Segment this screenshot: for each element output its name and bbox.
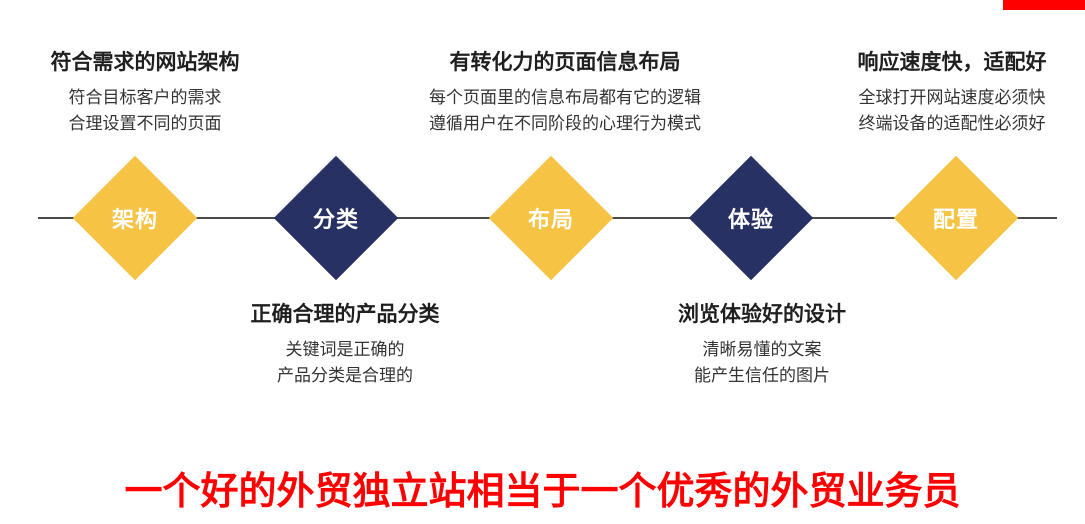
stage-label-layout: 布局 [527, 206, 575, 232]
note-line: 符合目标客户的需求 [68, 88, 222, 107]
stage-note-architecture: 符合需求的网站架构 符合目标客户的需求 合理设置不同的页面 [0, 46, 345, 138]
note-line: 每个页面里的信息布局都有它的逻辑 [429, 88, 701, 107]
stage-diamond-architecture: 架构 [72, 155, 198, 281]
stage-label-architecture: 架构 [111, 206, 159, 232]
stage-diamond-configuration: 配置 [893, 155, 1019, 281]
stage-diamond-layout: 布局 [488, 155, 614, 281]
stage-note-configuration: 响应速度快，适配好 全球打开网站速度必须快 终端设备的适配性必须好 [752, 46, 1085, 138]
stage-diamond-category: 分类 [273, 155, 399, 281]
note-line: 关键词是正确的 [285, 340, 405, 359]
note-line: 终端设备的适配性必须好 [858, 114, 1046, 134]
note-line: 能产生信任的图片 [694, 366, 830, 386]
note-title-architecture: 符合需求的网站架构 [50, 51, 240, 74]
stage-label-category: 分类 [312, 206, 360, 232]
stage-diamond-experience: 体验 [688, 155, 814, 281]
slogan: 一个好的外贸独立站相当于一个优秀的外贸业务员 [124, 471, 961, 513]
stage-note-category: 正确合理的产品分类 关键词是正确的 产品分类是合理的 [145, 298, 545, 390]
note-line: 全球打开网站速度必须快 [858, 88, 1046, 107]
note-line: 合理设置不同的页面 [68, 114, 222, 134]
stage-note-experience: 浏览体验好的设计 清晰易懂的文案 能产生信任的图片 [562, 298, 962, 390]
note-line: 产品分类是合理的 [277, 366, 413, 386]
note-line: 遵循用户在不同阶段的心理行为模式 [429, 114, 701, 134]
stage-label-configuration: 配置 [932, 206, 980, 232]
note-title-category: 正确合理的产品分类 [250, 303, 440, 326]
stage-note-layout: 有转化力的页面信息布局 每个页面里的信息布局都有它的逻辑 遵循用户在不同阶段的心… [365, 46, 765, 138]
note-title-configuration: 响应速度快，适配好 [857, 51, 1047, 74]
stage-label-experience: 体验 [727, 206, 775, 232]
note-line: 清晰易懂的文案 [702, 340, 822, 359]
note-title-layout: 有转化力的页面信息布局 [449, 51, 681, 74]
note-title-experience: 浏览体验好的设计 [678, 303, 846, 326]
corner-accent-bar [1003, 0, 1085, 10]
